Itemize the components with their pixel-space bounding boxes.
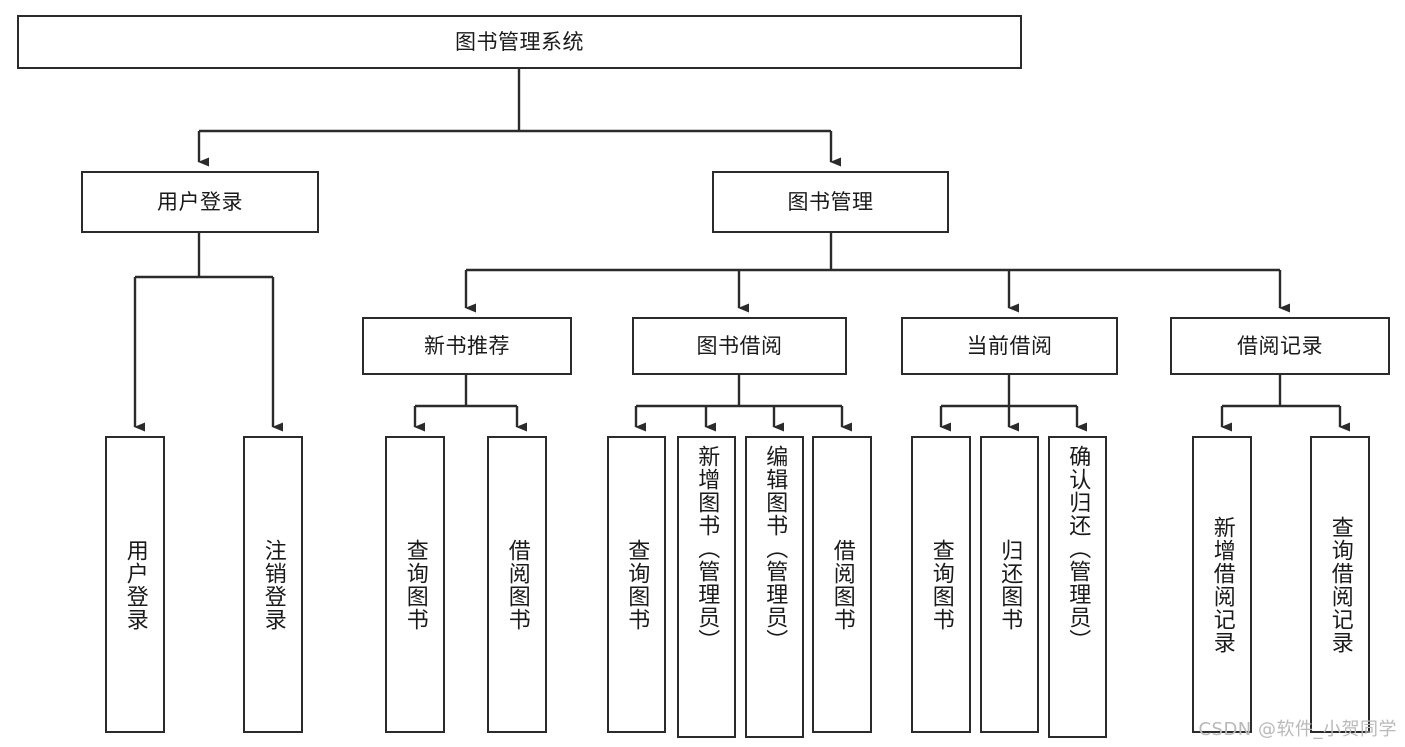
node-add-borrow-record[interactable]: 新增借阅记录 [1192, 436, 1252, 733]
node-query-books-3[interactable]: 查询图书 [911, 436, 971, 733]
node-label: 图书管理 [787, 189, 874, 214]
node-label: 用户登录 [157, 189, 243, 214]
node-label: 借阅图书 [504, 538, 530, 631]
node-borrow-record[interactable]: 借阅记录 [1170, 317, 1390, 375]
node-root-system[interactable]: 图书管理系统 [17, 15, 1022, 69]
node-query-borrow-record[interactable]: 查询借阅记录 [1310, 436, 1370, 733]
node-label: 当前借阅 [966, 333, 1053, 358]
node-label: 编辑图书（管理员） [762, 445, 788, 652]
node-label: 查询图书 [402, 538, 428, 631]
node-borrow-books-1[interactable]: 借阅图书 [487, 436, 547, 733]
node-query-books-1[interactable]: 查询图书 [385, 436, 445, 733]
node-user-login[interactable]: 用户登录 [81, 171, 319, 233]
node-label: 确认归还（管理员） [1065, 445, 1091, 652]
node-borrow-books-2[interactable]: 借阅图书 [812, 436, 872, 733]
node-login[interactable]: 用户登录 [105, 436, 165, 733]
node-label: 借阅图书 [829, 538, 855, 631]
node-label: 归还图书 [997, 538, 1023, 631]
node-query-books-2[interactable]: 查询图书 [607, 436, 666, 733]
node-label: 查询图书 [624, 538, 650, 631]
node-logout[interactable]: 注销登录 [243, 436, 303, 733]
node-label: 注销登录 [260, 538, 286, 631]
node-label: 图书借阅 [696, 333, 783, 358]
node-current-borrow[interactable]: 当前借阅 [901, 317, 1118, 375]
node-label: 图书管理系统 [455, 29, 584, 54]
node-return-books[interactable]: 归还图书 [980, 436, 1039, 733]
node-label: 新增图书（管理员） [694, 445, 720, 652]
node-edit-book-admin[interactable]: 编辑图书（管理员） [745, 436, 804, 738]
node-confirm-return-admin[interactable]: 确认归还（管理员） [1048, 436, 1107, 738]
node-label: 借阅记录 [1237, 333, 1323, 358]
node-book-borrow[interactable]: 图书借阅 [632, 317, 847, 375]
node-label: 用户登录 [122, 538, 148, 631]
node-new-book-recommend[interactable]: 新书推荐 [362, 317, 572, 375]
node-add-book-admin[interactable]: 新增图书（管理员） [677, 436, 736, 738]
node-book-manage[interactable]: 图书管理 [712, 171, 949, 233]
node-label: 查询图书 [928, 538, 954, 631]
node-label: 新增借阅记录 [1209, 515, 1235, 654]
node-label: 新书推荐 [424, 333, 510, 358]
node-label: 查询借阅记录 [1327, 515, 1353, 654]
